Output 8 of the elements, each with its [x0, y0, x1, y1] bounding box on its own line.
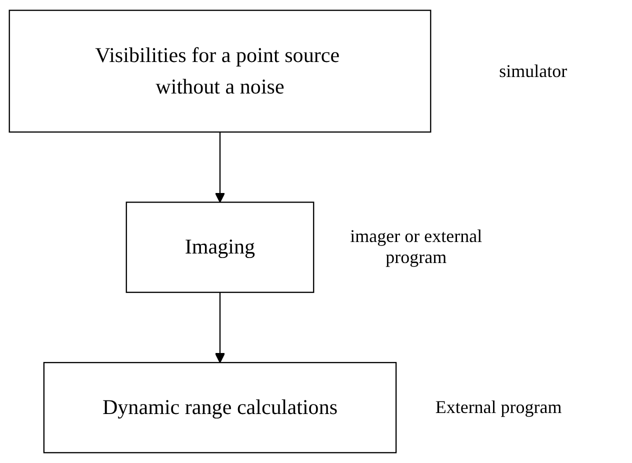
side-note: imager or external program — [349, 226, 484, 268]
node-box: Imaging — [126, 202, 314, 293]
side-note: External program — [434, 397, 563, 418]
arrow — [214, 132, 226, 203]
node-box: Dynamic range calculations — [43, 362, 397, 454]
node-box: Visibilities for a point source without a noise — [8, 10, 432, 133]
arrow — [214, 292, 226, 364]
side-note: simulator — [498, 60, 568, 82]
